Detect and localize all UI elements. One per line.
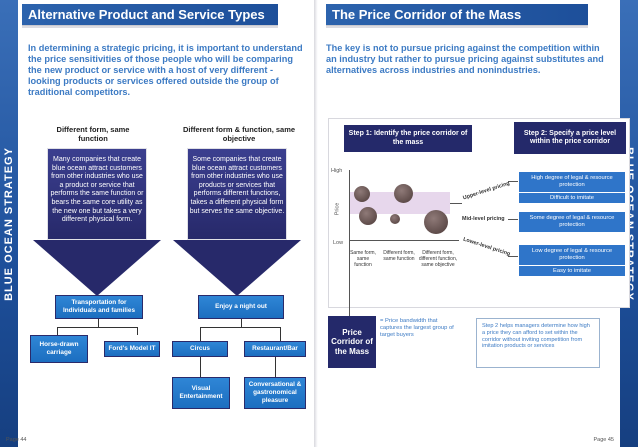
price-corridor-band <box>350 192 450 214</box>
arrow-text-2: Some companies that create blue ocean at… <box>189 156 285 215</box>
step2-description: Step 2 helps managers determine how high… <box>476 318 600 368</box>
spine-text-left: BLUE OCEAN STRATEGY <box>3 146 16 301</box>
example-head-transportation: Transportation for Individuals and famil… <box>55 295 143 319</box>
bubble-2 <box>359 207 377 225</box>
axis-low-label: Low <box>333 240 344 246</box>
mid-level-label: Mid-level pricing <box>462 216 505 222</box>
bubble-3 <box>390 214 400 224</box>
category-label-2: Different form, same function <box>383 250 415 262</box>
example-horse-carriage: Horse-drawn carriage <box>30 335 88 363</box>
upper-protection-box: High degree of legal & resource protecti… <box>519 172 625 192</box>
left-intro-text: In determining a strategic pricing, it i… <box>28 43 303 97</box>
left-page-title: Alternative Product and Service Types <box>22 4 278 28</box>
mid-protection-box: Some degree of legal & resource protecti… <box>519 212 625 232</box>
column-heading-2: Different form & function, same objectiv… <box>182 125 296 143</box>
example-head-night-out: Enjoy a night out <box>198 295 284 319</box>
price-corridor-label: Price Corridor of the Mass <box>328 316 376 368</box>
arrow-text-1: Many companies that create blue ocean at… <box>50 156 144 224</box>
step2-box: Step 2: Specify a price level within the… <box>514 122 626 154</box>
spine-band-left: BLUE OCEAN STRATEGY <box>0 0 18 447</box>
page-number-right: Page 45 <box>593 437 615 443</box>
arrow-same-function: Many companies that create blue ocean at… <box>33 148 161 296</box>
left-page: BLUE OCEAN STRATEGY Alternative Product … <box>0 0 316 447</box>
category-label-3: Different form, different function, same… <box>418 250 458 268</box>
right-page: BLUE OCEAN STRATEGY The Price Corridor o… <box>318 0 638 447</box>
bubble-5 <box>424 210 448 234</box>
book-gutter <box>314 0 320 447</box>
bubble-1 <box>354 186 370 202</box>
step1-box: Step 1: Identify the price corridor of t… <box>344 125 472 152</box>
upper-imitate-box: Difficult to imitate <box>519 193 625 203</box>
lower-imitate-box: Easy to imitate <box>519 266 625 276</box>
example-conversational-pleasure: Conversational & gastronomical pleasure <box>244 377 306 409</box>
page-number-left: Page 44 <box>6 437 27 443</box>
right-page-title: The Price Corridor of the Mass <box>326 4 588 28</box>
arrow-same-objective: Some companies that create blue ocean at… <box>173 148 301 296</box>
bubble-4 <box>394 184 413 203</box>
column-heading-1: Different form, same function <box>56 125 130 143</box>
category-label-1: Same form, same function <box>350 250 376 268</box>
example-visual-entertainment: Visual Entertainment <box>172 377 230 409</box>
axis-high-label: High <box>331 168 343 174</box>
baseline-axis <box>349 240 459 241</box>
right-intro-text: The key is not to pursue pricing against… <box>326 43 604 75</box>
axis-price-label: Price <box>334 202 341 216</box>
price-corridor-definition: = Price bandwidth that captures the larg… <box>380 318 454 338</box>
example-model-t: Ford's Model IT <box>104 341 160 357</box>
lower-protection-box: Low degree of legal & resource protectio… <box>519 245 625 265</box>
price-axis <box>349 170 350 320</box>
example-restaurant-bar: Restaurant/Bar <box>244 341 306 357</box>
example-circus: Circus <box>172 341 228 357</box>
